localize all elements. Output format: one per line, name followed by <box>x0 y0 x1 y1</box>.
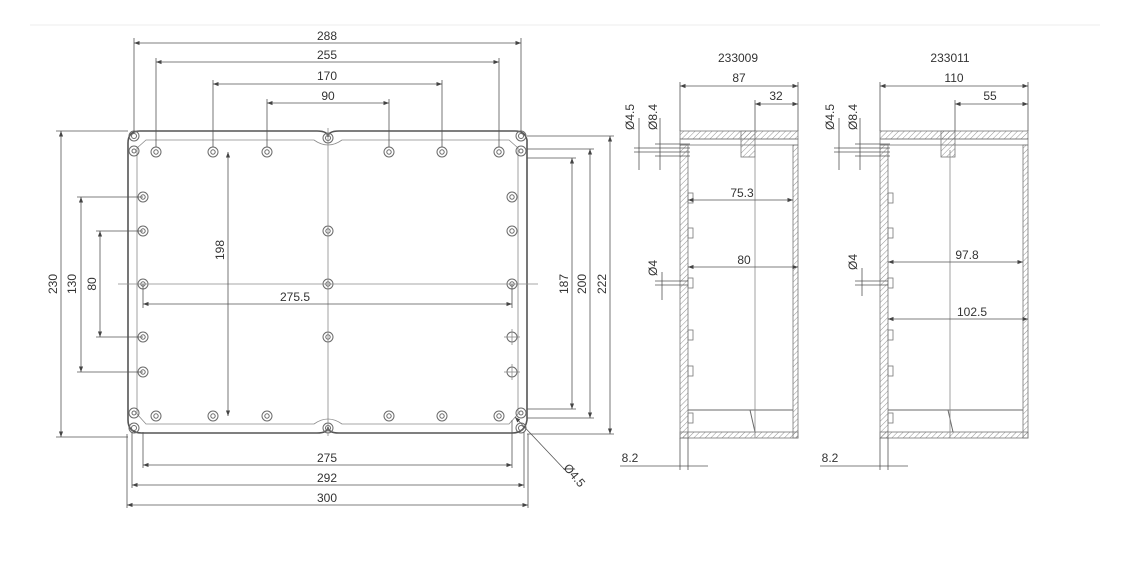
mounting-holes <box>137 146 520 422</box>
mounting-hole-inner <box>153 413 159 419</box>
mounting-hole <box>207 410 219 422</box>
model-label-233009: 233009 <box>718 51 758 65</box>
dim-dia-8-4-b: Ø8.4 <box>846 104 860 130</box>
dim-200: 200 <box>575 274 589 294</box>
dim-8-2-b: 8.2 <box>822 451 839 465</box>
dim-110: 110 <box>944 71 963 85</box>
mounting-hole-inner <box>210 413 216 419</box>
dim-292: 292 <box>317 471 337 485</box>
dim-80-a: 80 <box>737 253 751 267</box>
dim-dia-4-b: Ø4 <box>846 254 860 270</box>
mounting-hole-inner <box>496 413 502 419</box>
mounting-hole-inner <box>264 413 270 419</box>
mounting-hole <box>383 146 395 158</box>
side-view-233009: 233009 87 32 75.3 <box>620 51 799 470</box>
mounting-hole <box>207 146 219 158</box>
dim-102-5: 102.5 <box>957 305 987 319</box>
dim-8-2-a: 8.2 <box>622 451 639 465</box>
dim-222: 222 <box>595 274 609 294</box>
dim-dia-4-5-b: Ø4.5 <box>823 104 837 130</box>
mounting-hole-inner <box>439 413 445 419</box>
dim-255: 255 <box>317 48 337 62</box>
dim-230: 230 <box>46 274 60 294</box>
dim-32: 32 <box>769 89 783 103</box>
mounting-hole-inner <box>210 149 216 155</box>
dim-97-8: 97.8 <box>955 248 979 262</box>
dim-275: 275 <box>317 451 337 465</box>
dim-275-5: 275.5 <box>280 290 310 304</box>
mounting-hole <box>436 410 448 422</box>
mounting-hole-inner <box>439 149 445 155</box>
mounting-hole <box>493 410 505 422</box>
mounting-hole-inner <box>386 413 392 419</box>
mounting-hole-inner <box>264 149 270 155</box>
mounting-hole <box>383 410 395 422</box>
mounting-hole <box>150 410 162 422</box>
dim-dia-4-5-a: Ø4.5 <box>623 104 637 130</box>
dim-300: 300 <box>317 491 337 505</box>
mounting-hole-inner <box>153 149 159 155</box>
dim-80: 80 <box>85 277 99 291</box>
side-ribs <box>887 192 894 424</box>
dim-55: 55 <box>983 89 997 103</box>
dim-170: 170 <box>317 69 337 83</box>
side-view-233011: 233011 110 55 97.8 102.5 <box>820 51 1029 470</box>
mounting-hole-inner <box>509 194 515 200</box>
model-label-233011: 233011 <box>930 51 969 65</box>
dim-90: 90 <box>321 89 335 103</box>
dim-198: 198 <box>213 240 227 260</box>
mounting-hole <box>436 146 448 158</box>
mounting-hole-inner <box>496 149 502 155</box>
dim-87: 87 <box>732 71 746 85</box>
mounting-hole <box>506 225 518 237</box>
dim-187: 187 <box>557 274 571 294</box>
dim-288: 288 <box>317 29 337 43</box>
dim-dia-8-4-a: Ø8.4 <box>646 104 660 130</box>
front-view: 288 255 170 90 275.5 275 292 <box>46 29 614 508</box>
dim-130: 130 <box>65 274 79 294</box>
mounting-hole <box>493 146 505 158</box>
mounting-hole <box>261 146 273 158</box>
mounting-hole <box>150 146 162 158</box>
mounting-hole <box>261 410 273 422</box>
dim-dia-4-a: Ø4 <box>646 260 660 276</box>
mounting-hole <box>506 191 518 203</box>
dim-hole-diameter: Ø4.5 <box>561 461 589 490</box>
mounting-hole-inner <box>509 228 515 234</box>
side-ribs <box>687 192 694 424</box>
dim-75-3: 75.3 <box>730 186 754 200</box>
mounting-hole-inner <box>386 149 392 155</box>
